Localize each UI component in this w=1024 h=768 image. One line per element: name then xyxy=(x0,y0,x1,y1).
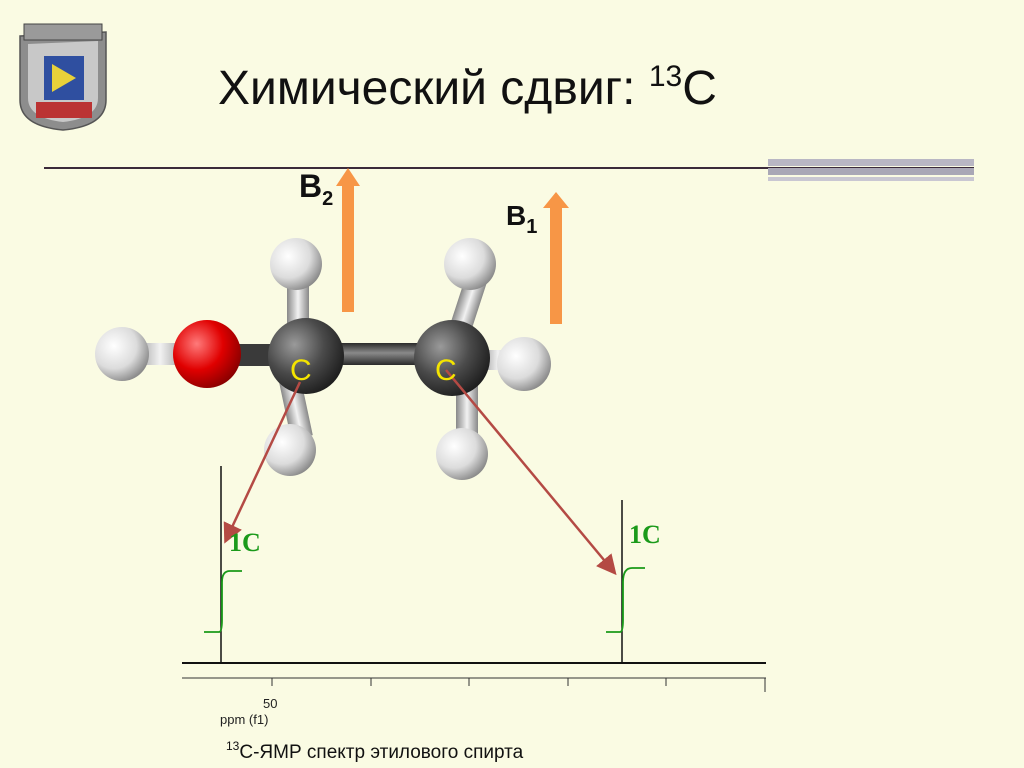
field-arrow-b2 xyxy=(336,168,360,312)
field-label-b2-sub: 2 xyxy=(322,188,334,210)
integral-curve-left xyxy=(204,570,242,633)
title-main: Химический сдвиг: xyxy=(218,62,649,115)
nmr-spectrum xyxy=(182,466,766,692)
field-arrow-b1 xyxy=(543,192,569,324)
axis-tick-label: 50 xyxy=(263,696,278,711)
peak-label-right: 1C xyxy=(629,520,661,549)
hydrogen-atom xyxy=(264,424,316,476)
field-label-b1: B1 xyxy=(506,200,538,238)
hydrogen-atom xyxy=(270,238,322,290)
hydrogen-atom xyxy=(497,337,551,391)
peak-label-left: 1C xyxy=(229,528,261,557)
pointer-arrow-left xyxy=(223,381,302,544)
carbon-label-2: C xyxy=(435,354,457,387)
field-label-b1-base: B xyxy=(506,200,527,231)
field-label-b1-sub: 1 xyxy=(526,216,538,238)
header-rule xyxy=(44,167,974,169)
molecule-atoms xyxy=(95,238,551,480)
carbon-atom xyxy=(414,320,490,396)
carbon-label-1: C xyxy=(290,354,312,387)
axis-unit-label: ppm (f1) xyxy=(220,712,269,727)
hydrogen-atom xyxy=(436,428,488,480)
hydrogen-atom xyxy=(444,238,496,290)
caption-text: C-ЯМР спектр этилового спирта xyxy=(239,742,524,763)
title-end: C xyxy=(682,62,717,115)
oxygen-atom xyxy=(173,320,241,388)
hydrogen-atom xyxy=(95,327,149,381)
field-label-b2: B2 xyxy=(299,170,333,209)
slide-title: Химический сдвиг: 13C xyxy=(218,62,717,113)
integral-curve-right xyxy=(606,567,645,633)
header-accent-bar xyxy=(768,159,974,181)
field-label-b2-base: B xyxy=(299,168,323,204)
title-superscript: 13 xyxy=(648,60,683,93)
caption-superscript: 13 xyxy=(226,739,240,753)
institution-logo xyxy=(19,23,107,131)
carbon-atom xyxy=(268,318,344,394)
spectrum-caption: 13C-ЯМР спектр этилового спирта xyxy=(226,740,523,762)
pointer-arrow-right xyxy=(445,369,617,576)
